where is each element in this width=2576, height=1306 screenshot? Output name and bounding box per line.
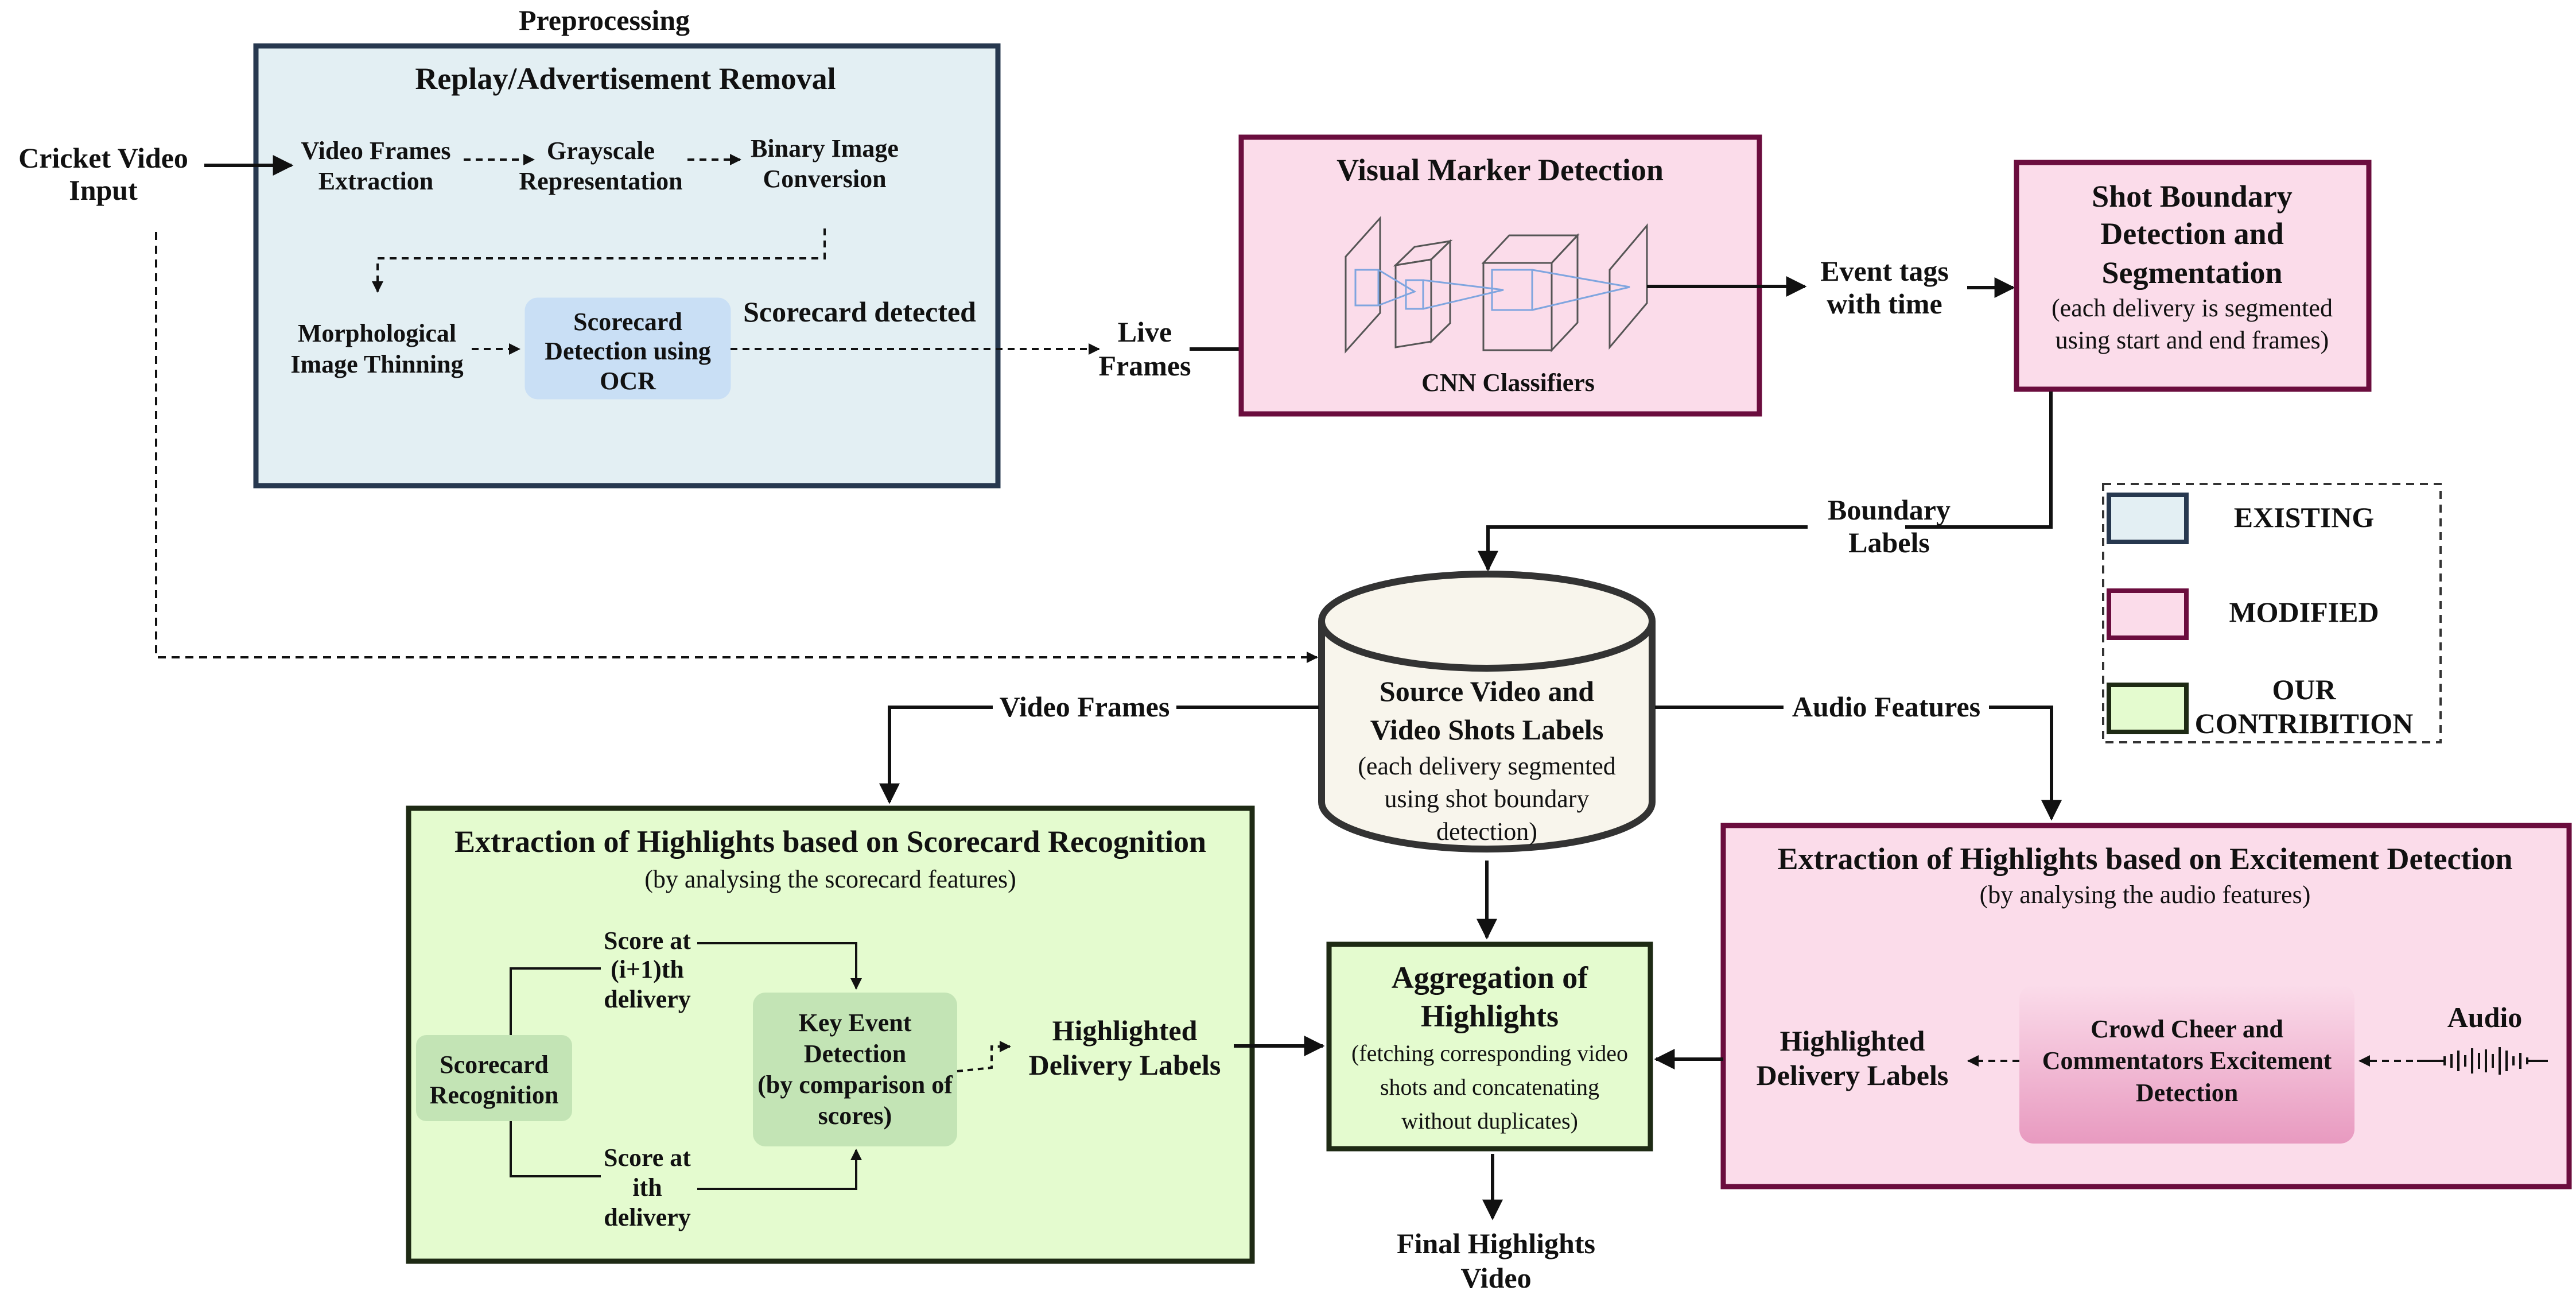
aggregation-title-line1: Aggregation of: [1392, 960, 1588, 995]
shot-boundary-title-line2: Detection and: [2100, 216, 2283, 251]
arrow-score-curr-to-key-event: [697, 1149, 862, 1190]
key-event-line3: (by comparison of: [757, 1071, 953, 1099]
step-binary-line1: Binary Image: [751, 134, 899, 162]
scorecard-branch-title: Extraction of Highlights based on Scorec…: [454, 824, 1206, 859]
boundary-labels-line2: Labels: [1848, 526, 1930, 559]
video-frames-label: Video Frames: [1000, 691, 1170, 723]
aggregation-desc-line1: (fetching corresponding video: [1351, 1040, 1628, 1066]
key-event-box: [753, 993, 957, 1146]
legend-ours-line1: OUR: [2272, 673, 2336, 706]
line-recognition-to-score-next: [510, 967, 601, 1035]
input-line1: Cricket Video: [18, 142, 188, 174]
audio-label: Audio: [2447, 1001, 2523, 1033]
final-output-line2: Video: [1460, 1262, 1531, 1294]
ocr-line2: Detection using: [545, 337, 711, 365]
audio-waveform-icon: [2417, 1047, 2548, 1075]
excitement-output-line2: Delivery Labels: [1757, 1059, 1949, 1091]
legend-existing-label: EXISTING: [2234, 501, 2375, 533]
preprocessing-title: Replay/Advertisement Removal: [415, 61, 836, 96]
input-line2: Input: [69, 174, 138, 206]
score-curr-line3: delivery: [604, 1203, 691, 1231]
step-morph-line2: Image Thinning: [290, 350, 463, 378]
live-frames-line2: Frames: [1098, 350, 1191, 382]
line-recognition-to-score-curr: [510, 1121, 601, 1177]
step-morph-line1: Morphological: [298, 319, 456, 347]
final-output-line1: Final Highlights: [1397, 1227, 1595, 1260]
shot-boundary-desc-line2: using start and end frames): [2056, 326, 2329, 354]
scorecard-branch-subtitle: (by analysing the scorecard features): [644, 865, 1016, 893]
crowd-line2: Commentators Excitement: [2042, 1047, 2332, 1075]
legend-ours-swatch: [2107, 683, 2189, 734]
ocr-line1: Scorecard: [573, 308, 682, 336]
arrow-key-event-to-highlights: [957, 1041, 1011, 1072]
live-frames-line1: Live: [1118, 316, 1172, 348]
legend-modified-label: MODIFIED: [2229, 596, 2379, 628]
audio-features-label-bg: [1784, 689, 1989, 724]
event-tags-line2: with time: [1827, 288, 1942, 320]
legend-existing-swatch: [2107, 493, 2189, 544]
boundary-labels-bg: [1808, 491, 1905, 560]
cnn-illustration: [1345, 216, 1648, 354]
scorecard-output-line2: Delivery Labels: [1029, 1049, 1221, 1081]
video-frames-label-bg: [993, 689, 1176, 724]
arrow-input-to-source-db: [155, 232, 1318, 663]
arrow-binary-to-morph: [372, 228, 826, 293]
legend-modified-swatch: [2107, 588, 2189, 640]
visual-marker-box: [1238, 134, 1762, 417]
excitement-branch-subtitle: (by analysing the audio features): [1980, 881, 2311, 909]
shot-boundary-title-line1: Shot Boundary: [2092, 179, 2293, 214]
scorecard-detected-label: Scorecard detected: [743, 296, 976, 328]
crowd-cheer-box: [2019, 985, 2354, 1144]
source-db-cylinder: [1318, 571, 1656, 852]
excitement-branch-title: Extraction of Highlights based on Excite…: [1778, 842, 2513, 876]
scorecard-output-line1: Highlighted: [1052, 1014, 1198, 1047]
aggregation-box: [1326, 941, 1653, 1152]
score-next-line3: delivery: [604, 985, 691, 1013]
step-binary-line2: Conversion: [763, 165, 886, 193]
aggregation-desc-line3: without duplicates): [1401, 1108, 1578, 1134]
source-db-title-line1: Source Video and: [1380, 675, 1594, 707]
preprocessing-box: [253, 43, 1001, 489]
crowd-line3: Detection: [2136, 1079, 2238, 1107]
scorecard-recognition-line1: Scorecard: [440, 1051, 549, 1079]
shot-boundary-title-line3: Segmentation: [2102, 255, 2283, 290]
excitement-output-line1: Highlighted: [1780, 1025, 1925, 1057]
step-grayscale-line1: Grayscale: [547, 137, 655, 165]
arrow-shot-boundary-to-source-db: [1478, 392, 2053, 572]
source-db-desc-line1: (each delivery segmented: [1358, 752, 1616, 780]
source-db-desc-line2: using shot boundary: [1385, 785, 1590, 813]
source-db-title-line2: Video Shots Labels: [1370, 714, 1604, 746]
key-event-line1: Key Event: [799, 1009, 912, 1037]
step-video-frames-line2: Extraction: [318, 167, 433, 195]
scorecard-recognition-line2: Recognition: [430, 1081, 559, 1109]
shot-boundary-desc-line1: (each delivery is segmented: [2052, 294, 2333, 322]
cnn-classifiers-label: CNN Classifiers: [1421, 369, 1595, 397]
score-next-line2: (i+1)th: [611, 955, 684, 983]
step-video-frames-line1: Video Frames: [301, 137, 450, 165]
legend-ours-line2: CONTRIBITION: [2195, 707, 2414, 739]
score-curr-line1: Score at: [604, 1144, 691, 1172]
crowd-line1: Crowd Cheer and: [2091, 1015, 2283, 1043]
ocr-line3: OCR: [600, 367, 656, 395]
score-curr-line2: ith: [632, 1173, 662, 1202]
aggregation-desc-line2: shots and concatenating: [1380, 1074, 1599, 1100]
source-db-desc-line3: detection): [1436, 817, 1537, 846]
step-grayscale-line2: Representation: [519, 167, 682, 195]
preprocessing-label: Preprocessing: [519, 4, 690, 36]
score-next-line1: Score at: [604, 927, 691, 955]
boundary-labels-line1: Boundary: [1828, 494, 1951, 526]
visual-marker-title: Visual Marker Detection: [1336, 153, 1664, 187]
key-event-line4: scores): [818, 1102, 892, 1130]
arrow-score-next-to-key-event: [697, 942, 862, 990]
key-event-line2: Detection: [804, 1040, 906, 1068]
event-tags-line1: Event tags: [1820, 255, 1949, 287]
shot-boundary-box: [2014, 160, 2372, 392]
scorecard-recognition-box: [416, 1035, 572, 1121]
aggregation-title-line2: Highlights: [1421, 999, 1559, 1033]
audio-features-label: Audio Features: [1792, 691, 1980, 723]
